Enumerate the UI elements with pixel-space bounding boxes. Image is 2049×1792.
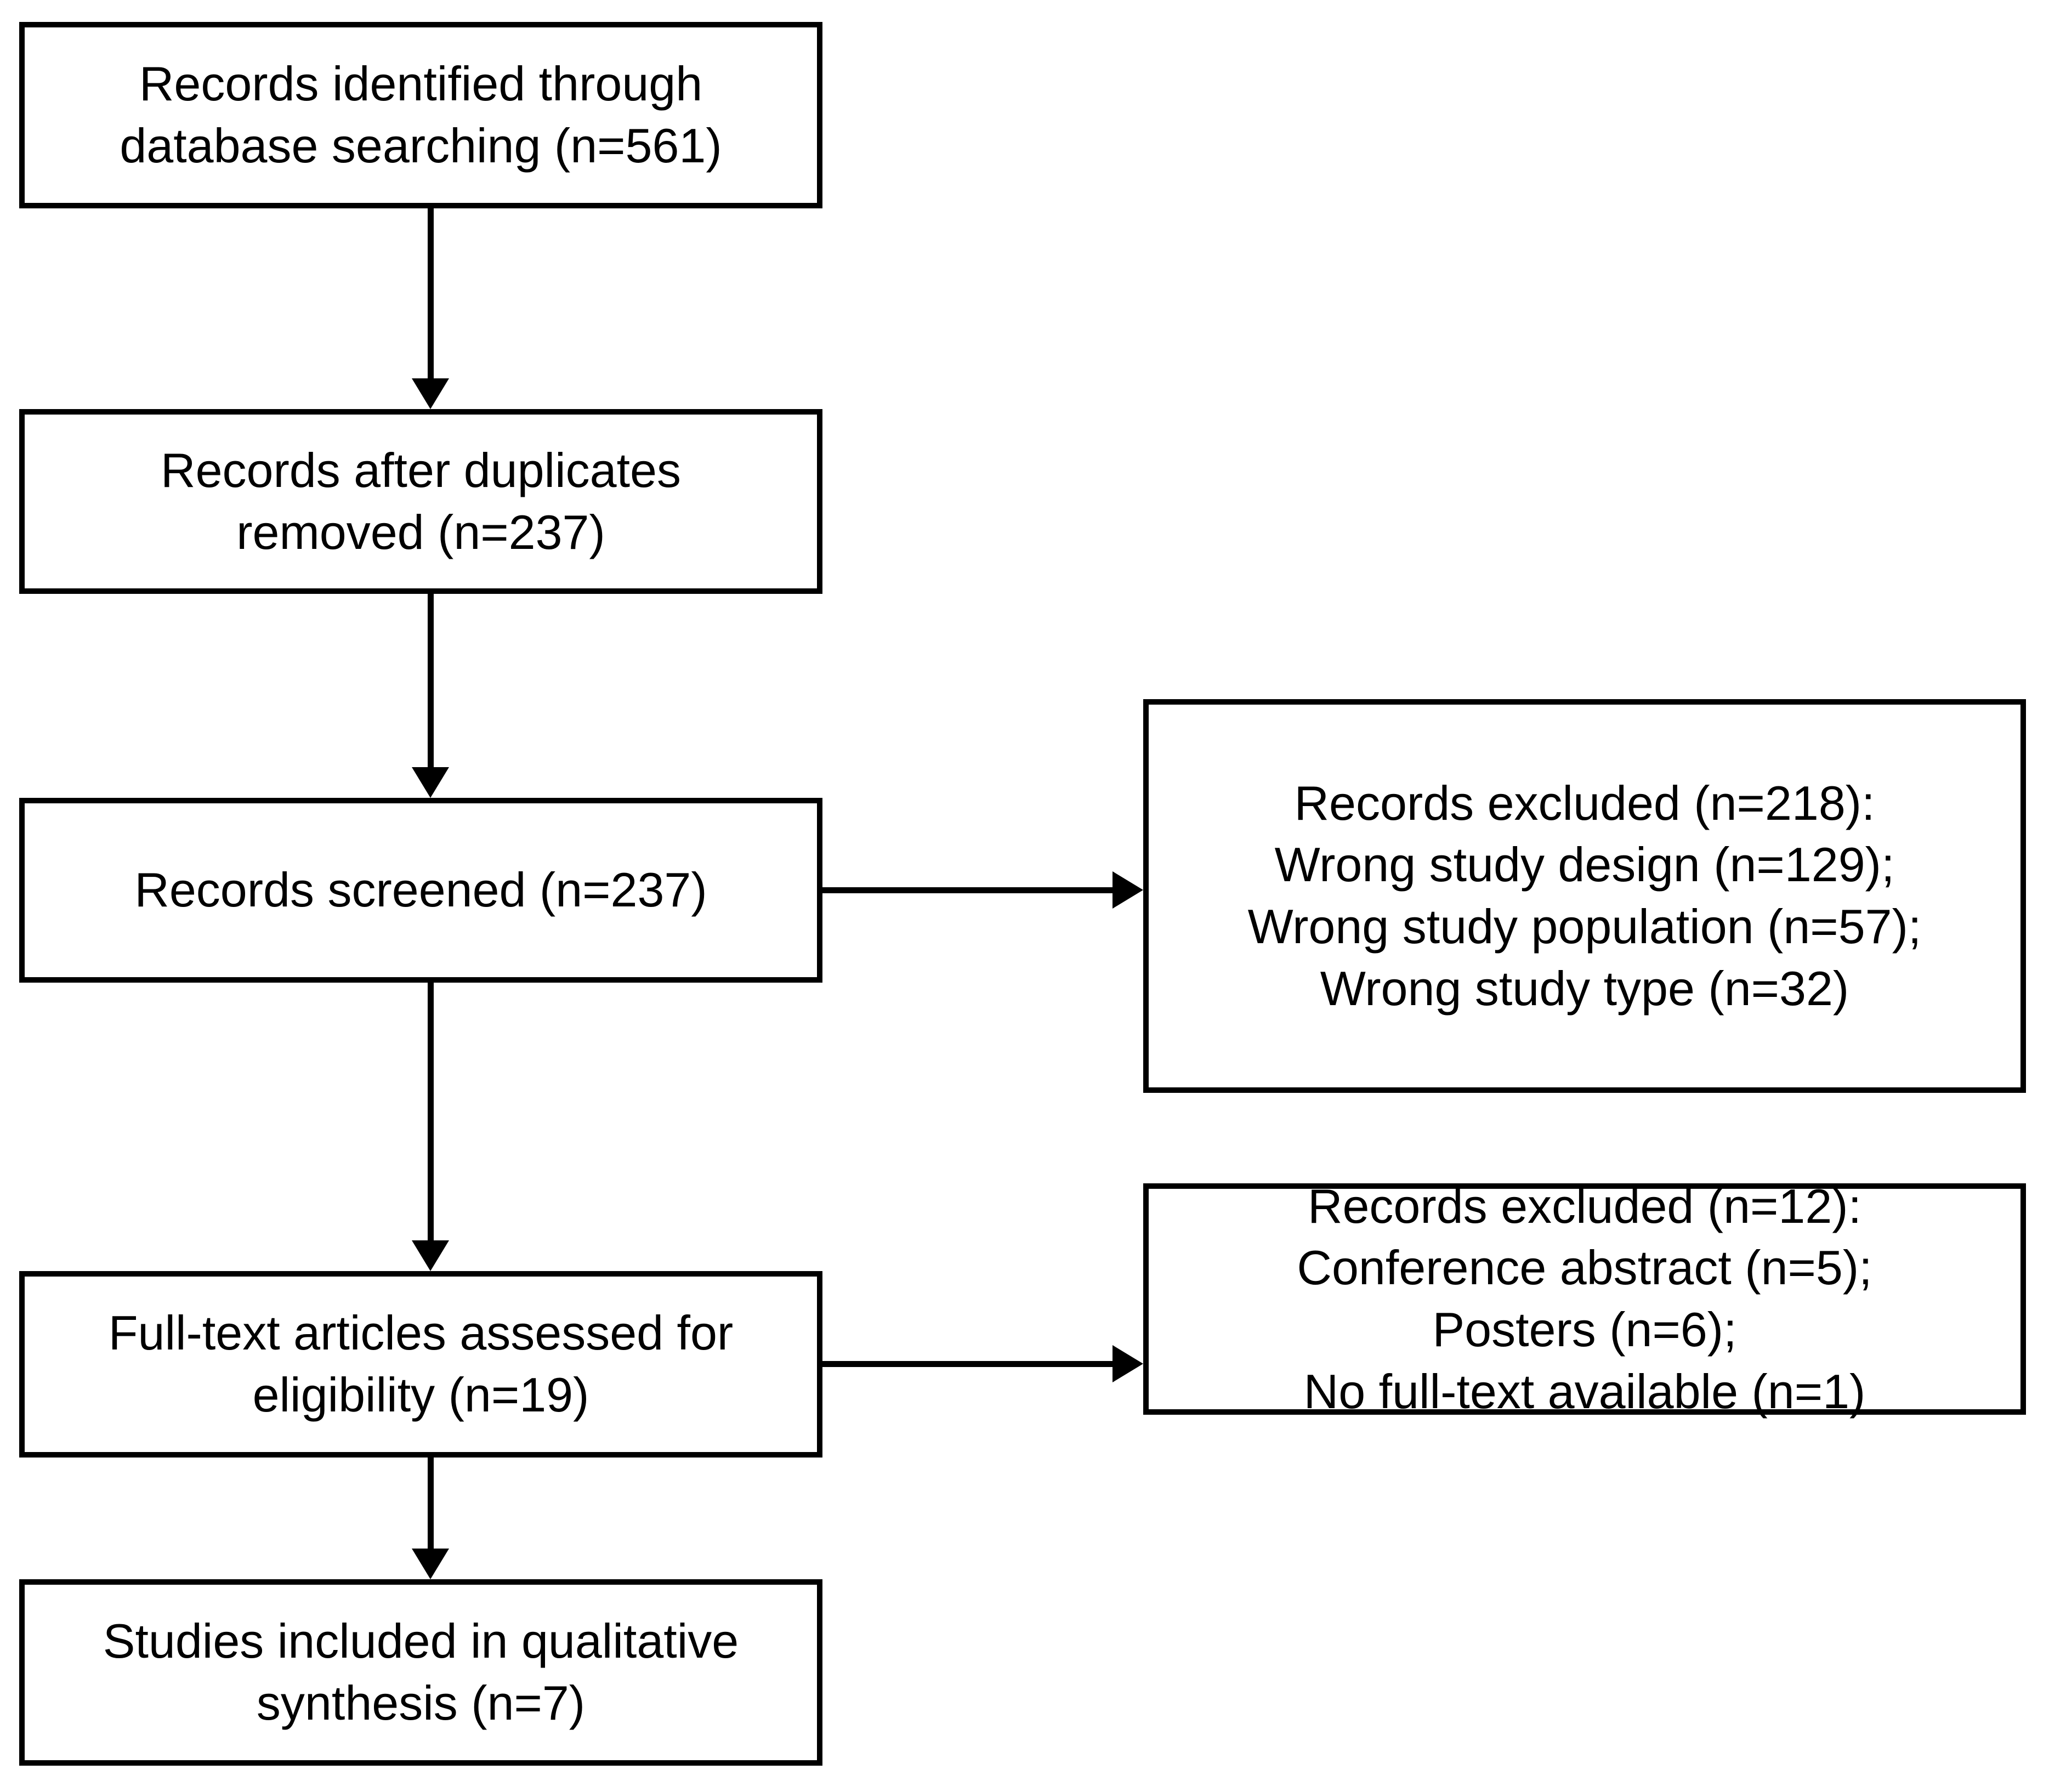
connector-screened-to-excluded-screening	[822, 887, 1113, 893]
node-records-excluded-screening: Records excluded (n=218): Wrong study de…	[1143, 699, 2026, 1093]
node-full-text-articles-assessed-text: Full-text articles assessed for eligibil…	[40, 1302, 802, 1426]
node-line: Records screened (n=237)	[134, 863, 707, 917]
node-studies-included-qualitative-synthesis: Studies included in qualitative synthesi…	[19, 1579, 822, 1766]
node-line: Records excluded (n=218):	[1294, 775, 1875, 830]
node-records-screened-text: Records screened (n=237)	[40, 859, 802, 921]
node-studies-included-text: Studies included in qualitative synthesi…	[40, 1610, 802, 1734]
node-line: eligibility (n=19)	[252, 1368, 589, 1422]
node-line: synthesis (n=7)	[256, 1676, 586, 1730]
node-line: Full-text articles assessed for	[108, 1306, 734, 1360]
node-line: removed (n=237)	[236, 504, 605, 559]
arrowhead-right-icon	[1113, 1345, 1143, 1382]
arrowhead-down-icon	[412, 767, 449, 798]
node-full-text-articles-assessed: Full-text articles assessed for eligibil…	[19, 1271, 822, 1458]
node-line: Wrong study design (n=129);	[1274, 837, 1895, 892]
node-records-excluded-full-text-text: Records excluded (n=12): Conference abst…	[1164, 1176, 2005, 1423]
node-line: Records identified through	[139, 56, 703, 111]
connector-screened-to-fulltext	[428, 983, 434, 1240]
node-line: Wrong study population (n=57);	[1247, 899, 1922, 954]
node-line: Records excluded (n=12):	[1307, 1178, 1862, 1233]
node-line: database searching (n=561)	[120, 118, 722, 173]
node-line: No full-text available (n=1)	[1303, 1364, 1866, 1419]
arrowhead-down-icon	[412, 378, 449, 409]
connector-fulltext-to-included	[428, 1458, 434, 1549]
node-line: Wrong study type (n=32)	[1320, 961, 1849, 1016]
node-records-identified: Records identified through database sear…	[19, 22, 822, 208]
node-records-screened: Records screened (n=237)	[19, 798, 822, 983]
node-line: Posters (n=6);	[1432, 1302, 1737, 1357]
node-line: Studies included in qualitative	[103, 1614, 739, 1669]
node-line: Records after duplicates	[161, 443, 681, 497]
arrowhead-right-icon	[1113, 871, 1143, 909]
node-records-identified-text: Records identified through database sear…	[40, 53, 802, 177]
arrowhead-down-icon	[412, 1240, 449, 1271]
connector-identified-to-duplicates	[428, 208, 434, 378]
node-records-after-duplicates-removed-text: Records after duplicates removed (n=237)	[40, 440, 802, 563]
connector-fulltext-to-excluded-fulltext	[822, 1361, 1113, 1367]
node-records-excluded-full-text: Records excluded (n=12): Conference abst…	[1143, 1179, 2026, 1419]
arrowhead-down-icon	[412, 1549, 449, 1579]
node-line: Conference abstract (n=5);	[1297, 1240, 1872, 1295]
connector-duplicates-to-screened	[428, 594, 434, 767]
node-records-excluded-screening-text: Records excluded (n=218): Wrong study de…	[1164, 773, 2005, 1020]
node-records-after-duplicates-removed: Records after duplicates removed (n=237)	[19, 409, 822, 594]
